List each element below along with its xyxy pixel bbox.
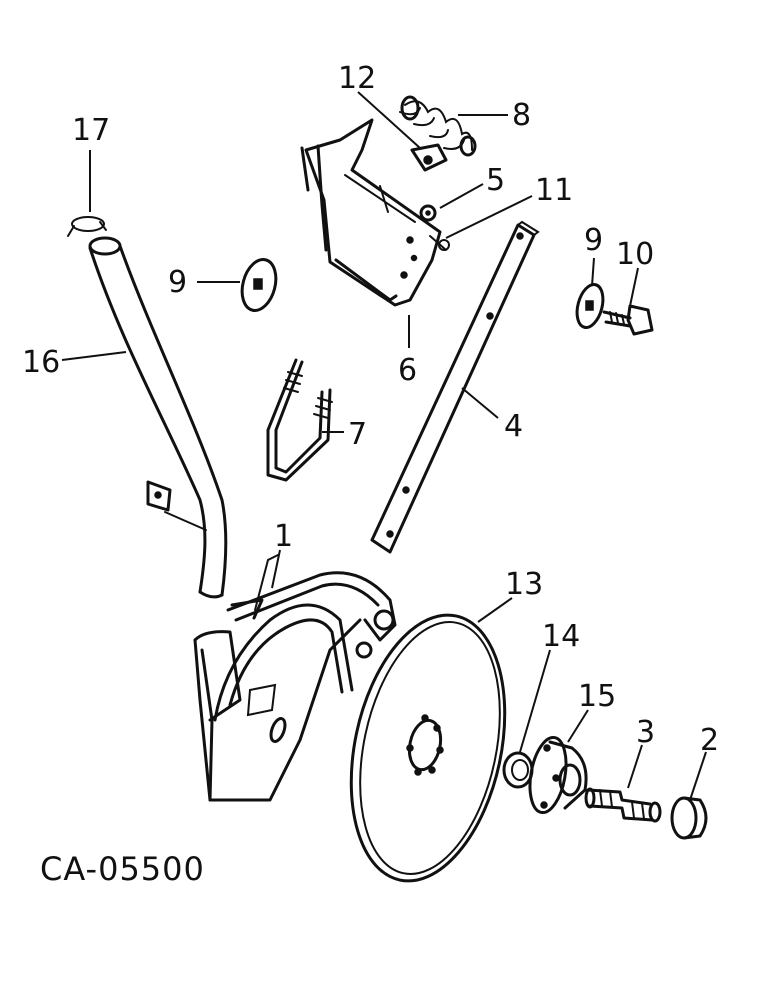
part-16-seed-tube — [88, 236, 228, 599]
part-4-bar — [370, 220, 540, 554]
leader-lines — [61, 91, 707, 801]
part-5-nut — [419, 204, 437, 222]
callout-13: 13 — [505, 567, 543, 602]
callout-15: 15 — [578, 679, 616, 714]
part-13-disc — [349, 613, 507, 883]
callout-3: 3 — [636, 715, 655, 750]
part-7-u-bolt — [266, 358, 333, 482]
part-14-bearing — [502, 751, 534, 789]
part-9-washer-right — [575, 283, 605, 329]
callout-6: 6 — [398, 353, 417, 388]
callout-labels: 17 16 9 12 8 5 11 6 7 4 9 10 1 13 14 15 … — [22, 61, 719, 758]
callout-17: 17 — [72, 113, 110, 148]
part-2-dust-cap — [670, 796, 708, 840]
callout-4: 4 — [504, 409, 523, 444]
part-8-spring — [399, 95, 477, 157]
callout-2: 2 — [700, 723, 719, 758]
part-1-opener-frame — [193, 554, 397, 802]
callout-14: 14 — [542, 619, 580, 654]
callout-7: 7 — [348, 417, 367, 452]
part-3-spindle — [584, 787, 662, 823]
callout-9-right: 9 — [584, 223, 603, 258]
callout-10: 10 — [616, 237, 654, 272]
callout-16: 16 — [22, 345, 60, 380]
callout-11: 11 — [535, 173, 573, 208]
callout-9-left: 9 — [168, 265, 187, 300]
part-6-scraper-plate — [300, 118, 442, 307]
part-9-washer-left — [240, 258, 278, 312]
part-10-bolt — [602, 304, 654, 336]
part-12-bracket — [410, 143, 448, 172]
callout-5: 5 — [486, 163, 505, 198]
part-15-hub — [528, 735, 588, 815]
callout-8: 8 — [512, 98, 531, 133]
diagram-code: CA-05500 — [40, 850, 205, 888]
part-17-clip — [67, 216, 107, 237]
callout-1: 1 — [274, 519, 293, 554]
callout-12: 12 — [338, 61, 376, 96]
